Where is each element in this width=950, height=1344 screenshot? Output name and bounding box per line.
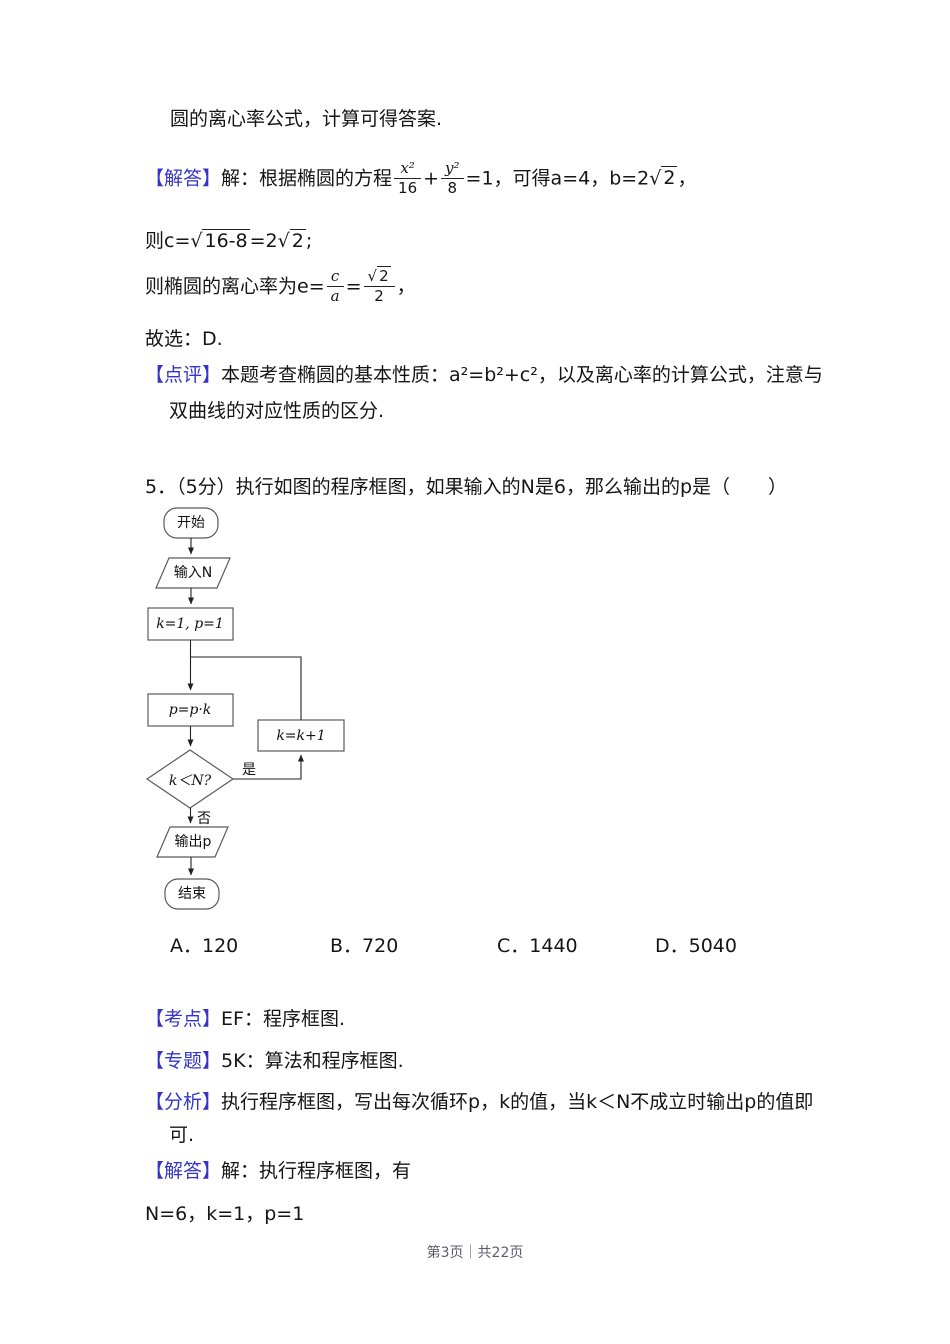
start-node-label: 开始 [177,515,205,531]
init-node-label: k=1, p=1 [156,616,224,632]
answer-choice-line: 故选：D. [145,328,223,350]
radicand: 2 [661,166,678,190]
increment-node-label: k=k+1 [276,728,325,744]
sqrt-symbol: √ [277,230,290,252]
end-node [164,878,220,910]
fenxi-text-1: 执行程序框图，写出每次循环p，k的值，当k＜N不成立时输出p的值即 [221,1091,814,1113]
yes-branch-arrow [233,754,304,780]
zhuanti-line: 【专题】5K：算法和程序框图. [145,1048,404,1075]
fraction-denominator: a [330,287,340,306]
radicand: 2 [289,229,306,252]
dianping-line-2: 双曲线的对应性质的区分. [169,400,385,422]
jieda-text: 解：执行程序框图，有 [221,1160,412,1182]
solution-text-1: 解：根据椭圆的方程 [221,167,393,190]
sqrt-symbol: √ [649,167,662,190]
radicand: 2 [377,266,391,285]
jieda-line-q5: 【解答】解：执行程序框图，有 [145,1158,411,1185]
program-flowchart: 开始 输入N k=1, p=1 p=p·k k＜N? 是 k=k+1 否 输出p… [145,507,345,910]
fraction-numerator: c [326,267,344,288]
increment-node [257,719,345,752]
kaodian-text: EF：程序框图. [221,1008,345,1030]
analysis-continuation-text: 圆的离心率公式，计算可得答案. [170,108,443,130]
zhuanti-label: 【专题】 [145,1050,222,1072]
fenxi-line-2: 可. [169,1124,195,1146]
square-root: √2 [368,266,391,285]
solution-text-2: =1，可得a=4，b=2 [465,167,650,190]
yes-branch-label: 是 [242,762,256,778]
zhuanti-text: 5K：算法和程序框图. [221,1050,404,1072]
option-c: C．1440 [497,935,578,957]
dianping-line-1: 【点评】本题考查椭圆的基本性质：a²=b²+c²，以及离心率的计算公式，注意与 [145,362,823,389]
solution-text-3: ， [677,167,697,190]
plus-sign: + [423,167,440,190]
fenxi-line-1: 【分析】执行程序框图，写出每次循环p，k的值，当k＜N不成立时输出p的值即 [145,1089,813,1116]
loop-step-line: N=6，k=1，p=1 [145,1203,305,1225]
fraction-denominator: 2 [374,287,384,306]
output-node-label: 输出p [175,834,212,850]
e-text-3: ， [396,275,416,298]
c-text-3: ; [305,230,313,252]
dianping-text-1: 本题考查椭圆的基本性质：a²=b²+c²，以及离心率的计算公式，注意与 [221,364,823,386]
fraction-denominator: 16 [398,179,418,198]
condition-node-label: k＜N? [169,773,212,789]
output-node [156,826,229,858]
option-d: D．5040 [655,935,737,957]
kaodian-label: 【考点】 [145,1008,222,1030]
c-value-line: 则c=√16-8=2√2; [145,228,312,255]
sqrt-symbol: √ [190,230,203,252]
dianping-label: 【点评】 [145,364,222,386]
jieda-label: 【解答】 [145,167,222,190]
fraction-denominator: 8 [447,179,458,198]
fenxi-label: 【分析】 [145,1091,222,1113]
multiply-node [147,693,234,727]
no-branch-label: 否 [197,811,211,827]
square-root: √2 [649,166,678,190]
c-text-2: =2 [249,230,278,252]
question-5-stem: 5．（5分）执行如图的程序框图，如果输入的N是6，那么输出的p是（ ） [145,476,788,498]
option-b: B．720 [330,935,399,957]
fraction-numerator: √2 [363,266,395,288]
multiply-node-label: p=p·k [169,702,212,718]
e-text-2: = [345,275,362,298]
square-root: √16-8 [190,229,250,252]
kaodian-line: 【考点】EF：程序框图. [145,1006,345,1033]
fraction-numerator: y² [441,159,464,180]
sqrt-symbol: √ [367,267,378,285]
jieda-label: 【解答】 [145,1160,222,1182]
loop-back-line [191,656,302,720]
fraction-numerator: x² [394,159,422,180]
e-text-1: 则椭圆的离心率为e= [145,275,325,298]
input-node [155,557,231,589]
end-node-label: 结束 [178,886,206,902]
radicand: 16-8 [202,229,250,252]
square-root: √2 [278,229,306,252]
page-footer: 第3页｜共22页 [426,1245,524,1261]
c-text-1: 则c= [145,230,191,252]
option-a: A．120 [170,935,239,957]
input-node-label: 输入N [174,565,212,581]
